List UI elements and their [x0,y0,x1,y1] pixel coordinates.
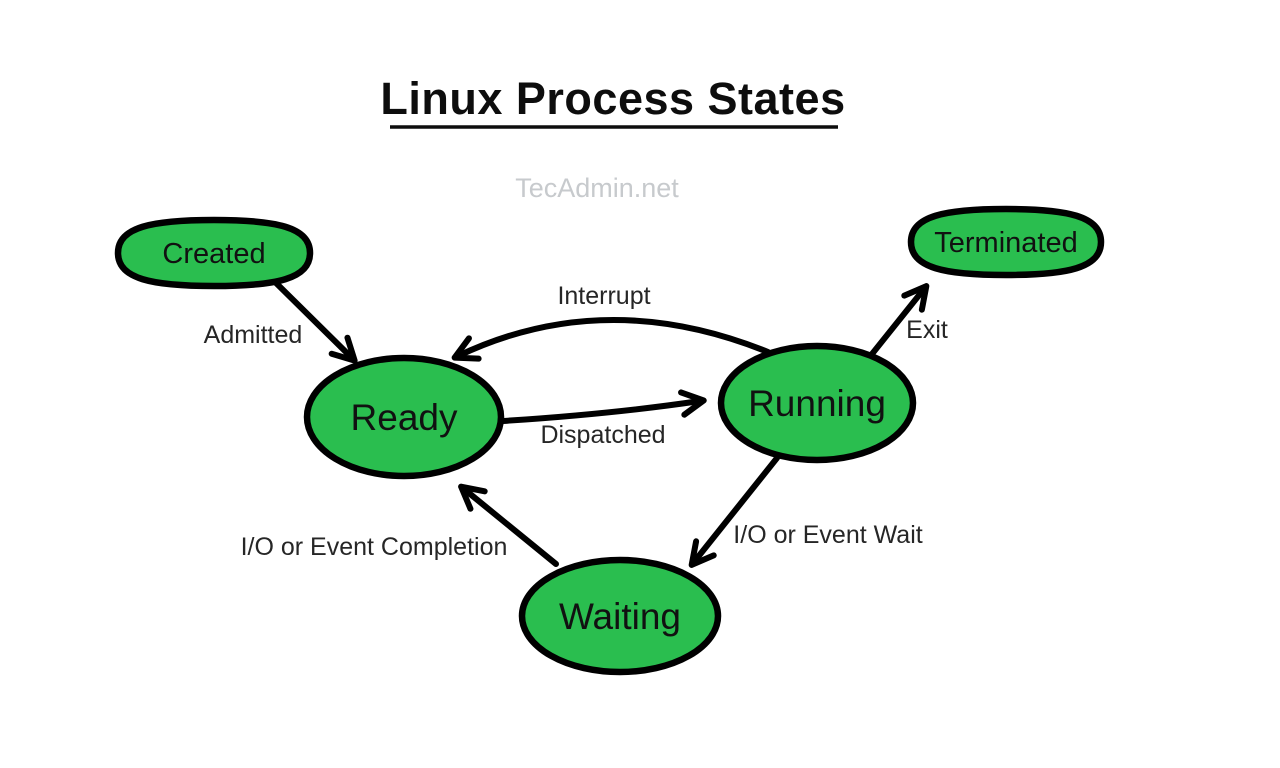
edge-interrupt: Interrupt [451,282,771,362]
state-label-running: Running [748,383,886,424]
edge-io-completion: I/O or Event Completion [241,483,559,567]
state-node-created: Created [114,216,314,290]
watermark: TecAdmin.net [515,173,679,203]
edge-exit: Exit [869,283,948,357]
arrow-ready-to-running [500,389,707,424]
arrow-running-to-terminated [869,283,930,357]
edge-io-wait: I/O or Event Wait [688,455,923,568]
created-shape [114,216,314,290]
arrow-created-to-ready [269,276,358,364]
edge-label-exit: Exit [906,316,948,344]
terminated-shape [907,205,1105,279]
state-node-terminated: Terminated [907,205,1105,279]
state-label-created: Created [162,238,265,270]
arrow-running-to-ready [451,316,771,362]
edge-dispatched: Dispatched [500,389,707,449]
state-label-terminated: Terminated [934,227,1077,259]
edge-label-interrupt: Interrupt [557,282,650,310]
state-node-ready: Ready [303,354,505,480]
diagram-title: Linux Process States [380,73,845,129]
edge-label-io-completion: I/O or Event Completion [241,533,508,561]
ready-shape [303,354,505,480]
arrow-waiting-to-ready [458,483,559,567]
state-node-running: Running [717,342,917,464]
arrow-running-to-waiting [688,455,780,568]
state-node-waiting: Waiting [518,556,722,676]
running-shape [717,342,917,464]
page-title: Linux Process States [380,73,845,124]
waiting-shape [518,556,722,676]
edge-label-io-wait: I/O or Event Wait [733,521,922,549]
edge-label-admitted: Admitted [204,321,303,349]
state-label-waiting: Waiting [559,596,681,637]
edge-label-dispatched: Dispatched [540,421,665,449]
state-label-ready: Ready [351,397,458,438]
edge-admitted: Admitted [204,276,358,364]
